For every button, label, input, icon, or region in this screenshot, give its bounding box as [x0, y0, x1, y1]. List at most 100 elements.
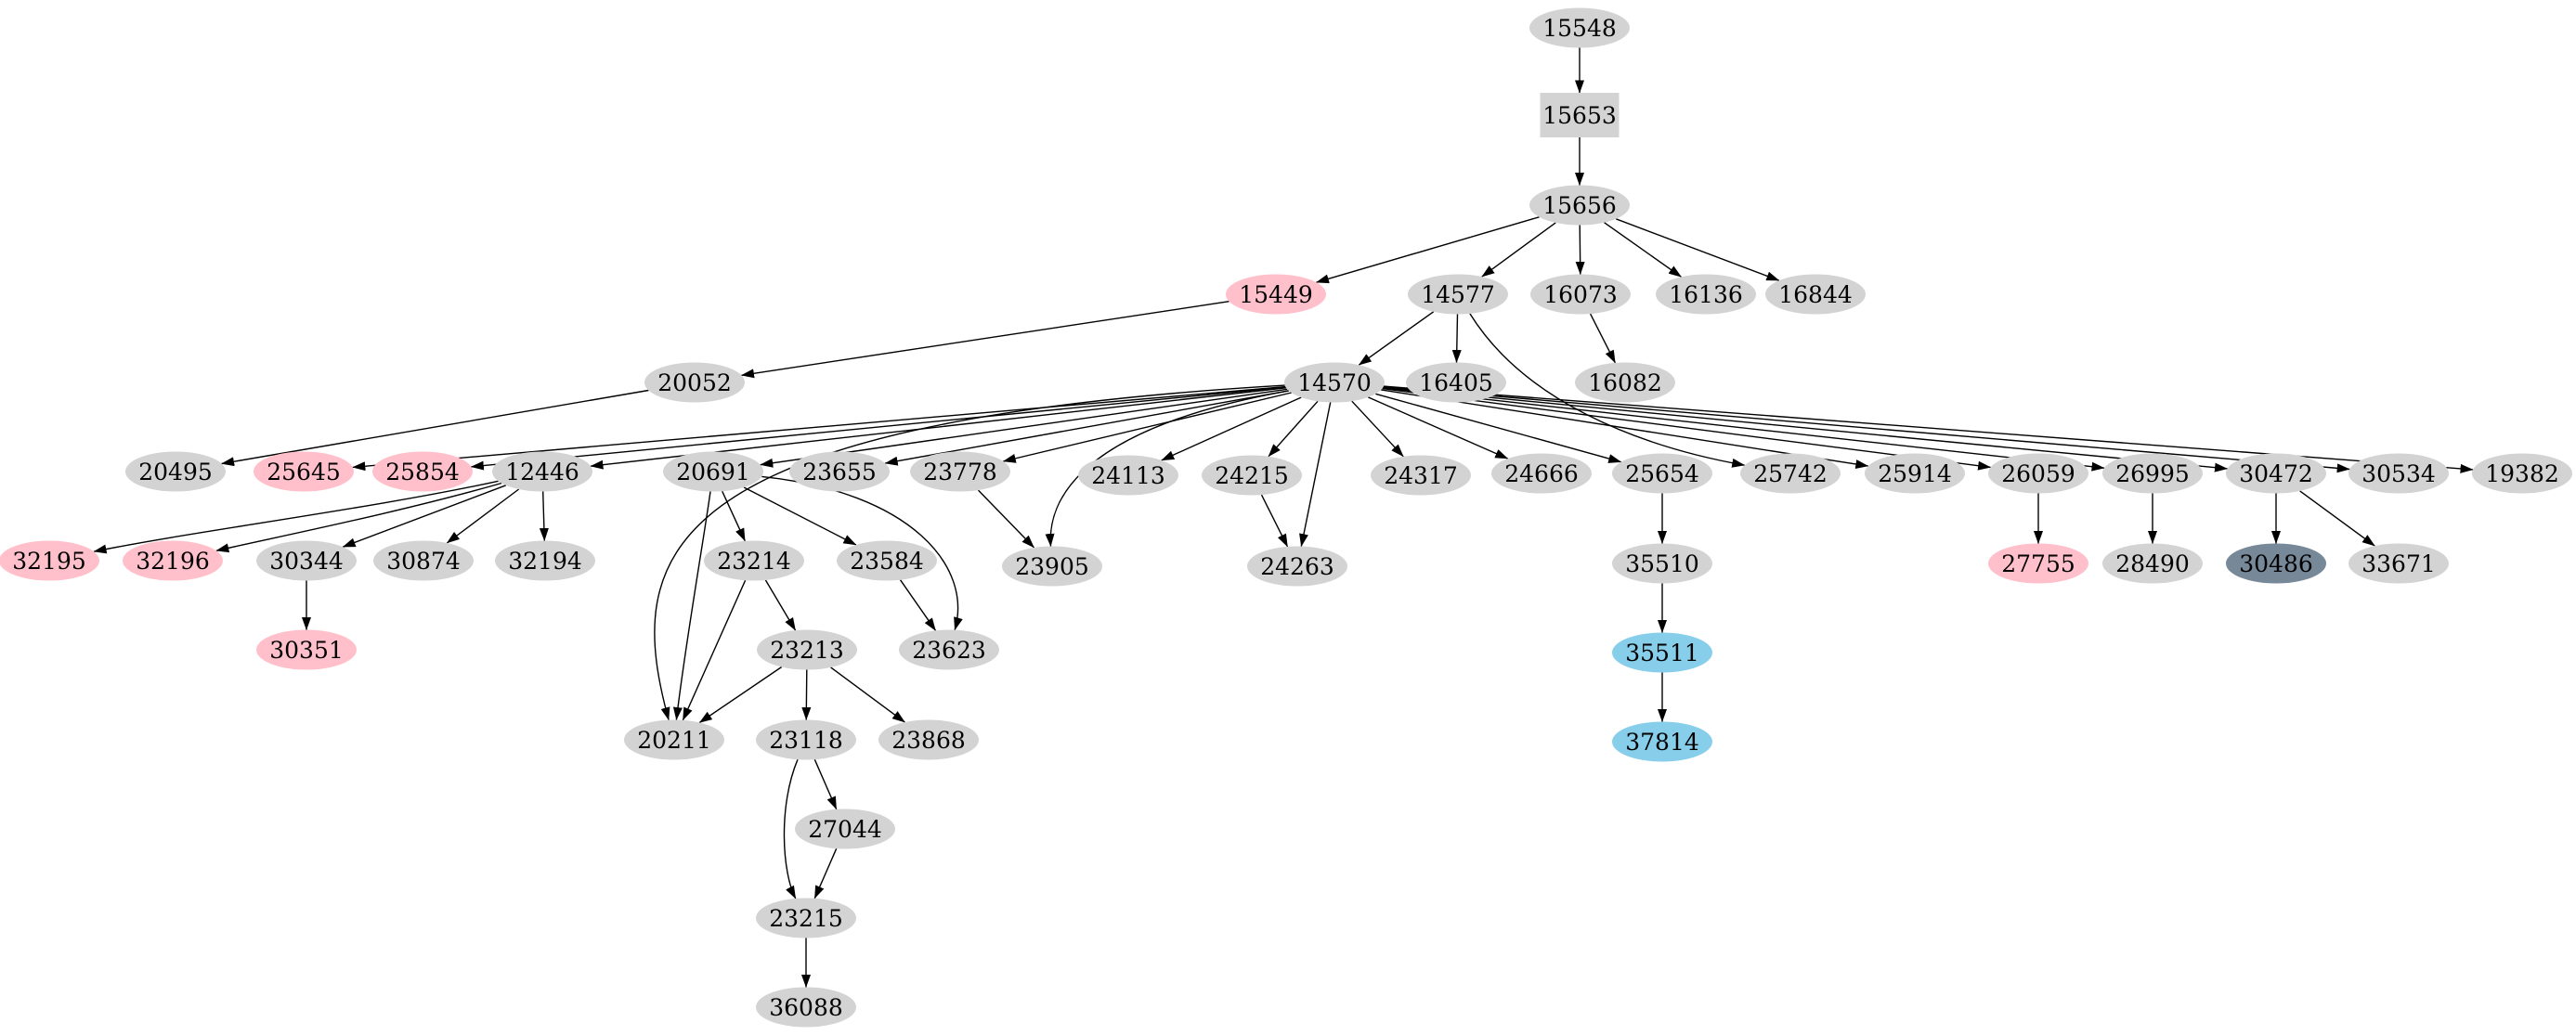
graph-node-32195: 32195	[0, 540, 99, 581]
node-label-15653: 15653	[1542, 102, 1617, 129]
node-ellipse-32194	[495, 540, 595, 581]
graph-node-28490: 28490	[2102, 543, 2203, 584]
graph-node-16082: 16082	[1575, 362, 1675, 403]
graph-node-24317: 24317	[1371, 455, 1471, 496]
edge-12446-to-32196	[215, 482, 502, 553]
node-label-27044: 27044	[808, 816, 882, 843]
edge-14570-to-30534	[1383, 385, 2350, 473]
graph-node-15656: 15656	[1529, 185, 1630, 226]
graph-node-20211: 20211	[624, 719, 724, 760]
node-ellipse-25854	[372, 451, 473, 492]
node-label-15449: 15449	[1239, 281, 1313, 308]
node-ellipse-32195	[0, 540, 99, 581]
graph-node-27755: 27755	[1988, 543, 2088, 584]
edge-23778-to-23905	[977, 489, 1035, 549]
node-ellipse-19382	[2472, 453, 2572, 494]
edge-14570-to-25654	[1375, 393, 1622, 463]
node-ellipse-27044	[795, 809, 895, 849]
edge-12446-to-32194	[539, 491, 549, 541]
node-ellipse-24215	[1202, 455, 1302, 496]
node-ellipse-26059	[1988, 453, 2088, 494]
edge-14570-to-30472	[1383, 386, 2228, 472]
edges-layer	[93, 47, 2474, 988]
node-ellipse-30351	[256, 629, 357, 670]
node-label-23215: 23215	[769, 905, 843, 932]
node-label-14570: 14570	[1297, 369, 1372, 396]
node-ellipse-35511	[1612, 632, 1712, 673]
node-ellipse-15656	[1529, 185, 1630, 226]
node-label-26995: 26995	[2115, 460, 2190, 487]
edge-15656-to-14577	[1481, 222, 1556, 278]
graph-node-23655: 23655	[789, 451, 890, 492]
node-label-23623: 23623	[912, 637, 986, 664]
graph-node-35510: 35510	[1612, 543, 1712, 584]
edge-12446-to-32195	[93, 480, 499, 554]
graph-node-16073: 16073	[1530, 274, 1631, 315]
node-ellipse-25914	[1865, 453, 1965, 494]
graph-node-16405: 16405	[1406, 362, 1506, 403]
node-ellipse-23118	[756, 719, 856, 760]
node-label-19382: 19382	[2485, 460, 2559, 487]
node-label-23905: 23905	[1015, 553, 1089, 580]
edge-12446-to-30874	[446, 488, 520, 544]
edge-20691-to-23584	[743, 486, 857, 546]
node-ellipse-37814	[1612, 721, 1712, 762]
node-ellipse-23213	[757, 629, 857, 670]
node-label-32196: 32196	[136, 548, 210, 575]
graph-node-26059: 26059	[1988, 453, 2088, 494]
node-label-30534: 30534	[2361, 460, 2436, 487]
node-label-16136: 16136	[1669, 281, 1743, 308]
node-ellipse-28490	[2102, 543, 2203, 584]
node-ellipse-23214	[704, 540, 804, 581]
graph-node-32196: 32196	[123, 540, 223, 581]
node-label-23655: 23655	[802, 459, 877, 485]
edge-14570-to-26059	[1382, 387, 1992, 471]
node-ellipse-15548	[1529, 7, 1630, 48]
node-ellipse-15449	[1226, 274, 1326, 315]
graph-node-30344: 30344	[256, 540, 357, 581]
node-ellipse-24666	[1491, 453, 1592, 494]
edge-15449-to-20052	[741, 301, 1229, 379]
node-ellipse-20691	[663, 451, 763, 492]
graph-node-23778: 23778	[910, 451, 1010, 492]
graph-node-23213: 23213	[757, 629, 857, 670]
node-label-26059: 26059	[2001, 460, 2075, 487]
edge-14570-to-23778	[1002, 392, 1292, 463]
edge-14570-to-24215	[1268, 400, 1319, 458]
node-label-28490: 28490	[2115, 550, 2190, 577]
edge-14577-to-14570	[1358, 311, 1435, 366]
node-label-30486: 30486	[2239, 550, 2313, 577]
graph-node-33671: 33671	[2348, 543, 2449, 584]
graph-node-25914: 25914	[1865, 453, 1965, 494]
graph-node-23584: 23584	[837, 540, 937, 581]
node-ellipse-35510	[1612, 543, 1712, 584]
edge-23118-to-23215	[783, 758, 799, 899]
node-ellipse-30486	[2226, 543, 2326, 584]
graph-node-15548: 15548	[1529, 7, 1630, 48]
edge-23213-to-20211	[698, 666, 783, 724]
node-ellipse-23868	[878, 719, 979, 760]
node-ellipse-27755	[1988, 543, 2088, 584]
node-ellipse-23215	[756, 898, 856, 938]
node-label-35511: 35511	[1625, 640, 1699, 666]
graph-node-24215: 24215	[1202, 455, 1302, 496]
graph-node-26995: 26995	[2102, 453, 2203, 494]
graph-node-23623: 23623	[899, 629, 999, 670]
edge-30472-to-33671	[2299, 490, 2375, 547]
node-label-24263: 24263	[1260, 553, 1334, 580]
node-ellipse-24317	[1371, 455, 1471, 496]
edge-23584-to-23623	[899, 579, 937, 631]
graph-node-36088: 36088	[756, 987, 856, 1028]
edge-20691-to-20211	[672, 491, 711, 720]
graph-node-30351: 30351	[256, 629, 357, 670]
node-label-15548: 15548	[1542, 15, 1617, 42]
node-label-16082: 16082	[1588, 369, 1662, 396]
node-label-23868: 23868	[891, 727, 966, 754]
graph-node-30472: 30472	[2226, 453, 2326, 494]
edge-23213-to-23868	[830, 666, 905, 723]
graph-node-12446: 12446	[492, 451, 592, 492]
node-ellipse-20495	[125, 451, 226, 492]
graph-node-23214: 23214	[704, 540, 804, 581]
